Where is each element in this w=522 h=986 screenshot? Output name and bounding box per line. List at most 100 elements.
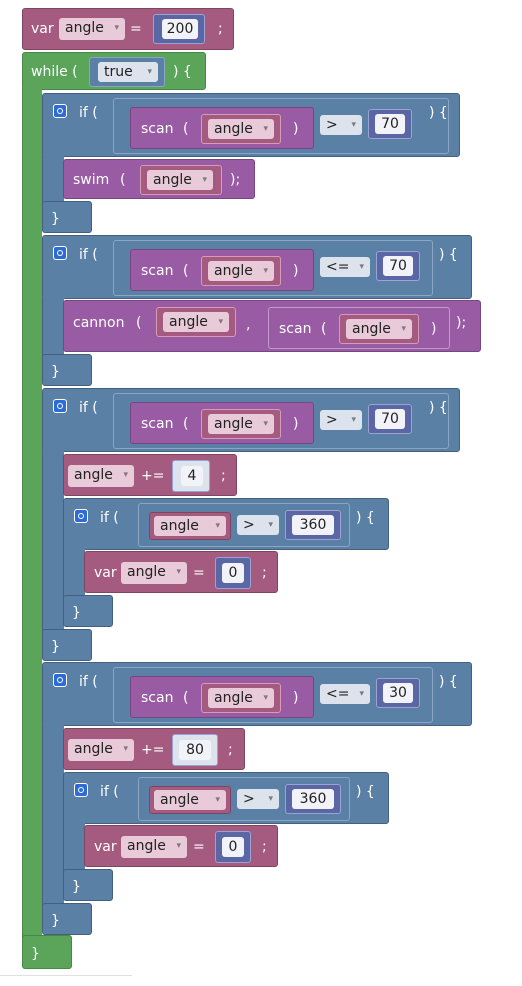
scan-call-4[interactable]: scan ( angle▾ ) [130,676,314,718]
operator-lte-dropdown[interactable]: <=▾ [320,684,370,704]
angle-var-block: angle▾ [149,786,231,814]
divider [0,975,132,976]
true-dropdown[interactable]: true▾ [98,62,158,82]
condition-slot-1: scan ( angle▾ ) >▾ 70 [113,98,449,154]
value-360-slot: 360 [285,784,341,814]
angle-var-dropdown[interactable]: angle▾ [68,465,134,487]
value-0-input[interactable]: 0 [222,837,244,857]
true-slot: true▾ [89,57,165,87]
angle-var-block: angle▾ [149,512,231,540]
operator-gt-dropdown[interactable]: >▾ [237,515,279,535]
operator-lte-dropdown[interactable]: <=▾ [320,257,370,277]
gear-icon[interactable] [53,673,67,687]
value-70-slot: 70 [368,404,412,434]
nested-condition-slot: angle▾ >▾ 360 [138,503,350,547]
nested-if-2-end: } [63,869,113,901]
swim-call[interactable]: swim ( angle▾ ); [63,159,255,199]
while-loop-block[interactable]: while ( true▾ ) { [22,52,206,90]
var-keyword: var [31,21,54,37]
value-4-slot: 4 [172,460,210,492]
if-block-1-end: } [42,201,92,233]
angle-var-dropdown[interactable]: angle▾ [59,18,125,40]
scan-call-3[interactable]: scan ( angle▾ ) [130,402,314,444]
if-block-1-header[interactable]: if ( scan ( angle▾ ) >▾ 70 ) { [42,93,460,157]
var-angle-0-block[interactable]: var angle▾ = 0 ; [84,825,278,867]
angle-arg-slot: angle▾ [156,307,236,337]
var-angle-200-block[interactable]: var angle▾ = 200 ; [22,8,234,50]
angle-var-dropdown[interactable]: angle▾ [346,319,412,339]
angle-var-dropdown[interactable]: angle▾ [147,170,213,190]
angle-plus-eq-80[interactable]: angle▾ += 80 ; [63,728,245,770]
condition-slot-3: scan ( angle▾ ) >▾ 70 [113,393,449,449]
if-block-4-end: } [42,903,92,935]
value-30-input[interactable]: 30 [383,683,413,703]
scan-call-2[interactable]: scan ( angle▾ ) [130,249,314,291]
angle-arg-slot: angle▾ [339,314,419,344]
nested-condition-slot: angle▾ >▾ 360 [138,777,350,821]
if-block-4-header[interactable]: if ( scan ( angle▾ ) <=▾ 30 ) { [42,662,472,726]
condition-slot-2: scan ( angle▾ ) <=▾ 70 [113,240,433,296]
angle-var-dropdown[interactable]: angle▾ [208,414,274,434]
value-0-slot: 0 [215,831,251,863]
value-200-slot: 200 [153,14,205,44]
angle-var-dropdown[interactable]: angle▾ [121,562,187,584]
angle-arg-slot: angle▾ [201,114,281,144]
nested-if-2-header[interactable]: if ( angle▾ >▾ 360 ) { [63,772,389,824]
if-block-3-header[interactable]: if ( scan ( angle▾ ) >▾ 70 ) { [42,388,460,452]
gear-icon[interactable] [53,246,67,260]
gear-icon[interactable] [53,399,67,413]
operator-gt-dropdown[interactable]: >▾ [237,789,279,809]
nested-if-1-spine [63,548,85,598]
angle-var-dropdown[interactable]: angle▾ [208,688,274,708]
if-block-3-end: } [42,629,92,661]
operator-gt-dropdown[interactable]: >▾ [320,410,362,430]
nested-if-2-spine [63,822,85,872]
angle-var-dropdown[interactable]: angle▾ [208,119,274,139]
gear-icon[interactable] [53,104,67,118]
angle-arg-slot: angle▾ [201,256,281,286]
if-block-2-end: } [42,354,92,386]
var-angle-0-block[interactable]: var angle▾ = 0 ; [84,551,278,593]
value-80-slot: 80 [172,734,218,766]
value-360-input[interactable]: 360 [292,515,334,535]
if-spine-1 [42,155,64,205]
scan-call-nested[interactable]: scan ( angle▾ ) [268,307,450,349]
value-70-slot: 70 [376,251,420,281]
value-70-slot: 70 [368,109,412,139]
value-0-slot: 0 [215,557,251,589]
nested-if-1-end: } [63,595,113,627]
value-80-input[interactable]: 80 [179,740,211,760]
value-360-input[interactable]: 360 [292,789,334,809]
scan-call-1[interactable]: scan ( angle▾ ) [130,107,314,149]
value-0-input[interactable]: 0 [222,563,244,583]
angle-arg-slot: angle▾ [201,409,281,439]
angle-plus-eq-4[interactable]: angle▾ += 4 ; [63,454,237,496]
while-spine [22,88,42,948]
cannon-call[interactable]: cannon ( angle▾ , scan ( angle▾ ) ); [63,300,481,352]
angle-var-dropdown[interactable]: angle▾ [208,261,274,281]
angle-var-dropdown[interactable]: angle▾ [68,739,134,761]
value-30-slot: 30 [376,678,420,708]
while-end: } [22,935,72,969]
nested-if-1-header[interactable]: if ( angle▾ >▾ 360 ) { [63,498,389,550]
angle-arg-slot: angle▾ [140,165,222,195]
gear-icon[interactable] [74,783,88,797]
angle-var-dropdown[interactable]: angle▾ [154,790,226,810]
angle-var-dropdown[interactable]: angle▾ [154,516,226,536]
value-70-input[interactable]: 70 [375,409,405,429]
angle-var-dropdown[interactable]: angle▾ [163,312,229,332]
value-360-slot: 360 [285,510,341,540]
gear-icon[interactable] [74,509,88,523]
angle-arg-slot: angle▾ [201,683,281,713]
angle-var-dropdown[interactable]: angle▾ [121,836,187,858]
if-block-2-header[interactable]: if ( scan ( angle▾ ) <=▾ 70 ) { [42,235,472,299]
if-spine-4 [42,724,64,914]
condition-slot-4: scan ( angle▾ ) <=▾ 30 [113,667,433,723]
operator-gt-dropdown[interactable]: >▾ [320,115,362,135]
value-70-input[interactable]: 70 [375,114,405,134]
if-spine-3 [42,450,64,635]
value-4-input[interactable]: 4 [181,466,203,486]
value-200-input[interactable]: 200 [162,19,198,39]
if-spine-2 [42,297,64,357]
value-70-input[interactable]: 70 [383,256,413,276]
